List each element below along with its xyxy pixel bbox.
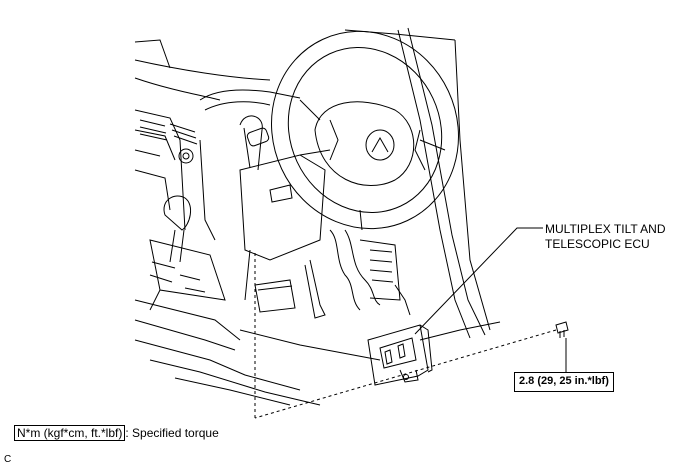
torque-legend: N*m (kgf*cm, ft.*lbf): Specified torque <box>14 425 219 441</box>
ecu-label-line2: TELESCOPIC ECU <box>545 237 650 251</box>
floor-line <box>239 321 501 361</box>
shift-console <box>134 195 321 406</box>
ecu-callout-label: MULTIPLEX TILT AND TELESCOPIC ECU <box>545 222 665 252</box>
leader-lines <box>254 227 567 419</box>
torque-unit-box: N*m (kgf*cm, ft.*lbf) <box>14 425 126 441</box>
torque-legend-text: : Specified torque <box>125 426 219 440</box>
ecu-label-line1: MULTIPLEX TILT AND <box>545 222 666 236</box>
bolt-icon <box>555 321 569 338</box>
windshield-pillar <box>134 27 491 339</box>
torque-spec-box: 2.8 (29, 25 in.*lbf) <box>514 372 614 392</box>
corner-mark: C <box>4 454 12 465</box>
steering-wheel <box>271 30 459 231</box>
pedals-and-harness <box>254 229 411 319</box>
ecu-bracket <box>367 324 433 386</box>
steering-column <box>239 115 331 301</box>
